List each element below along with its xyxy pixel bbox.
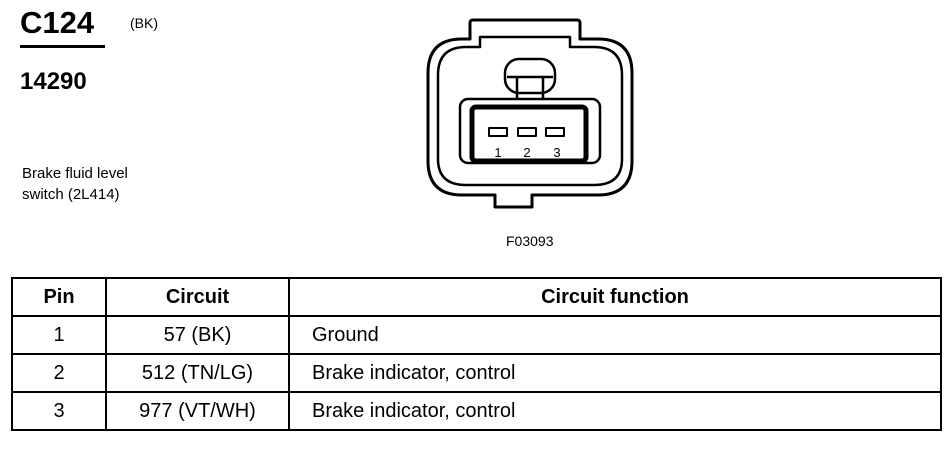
pin-table-header-row: Pin Circuit Circuit function [11, 277, 942, 317]
pin-label-2: 2 [523, 145, 530, 160]
pin-table: Pin Circuit Circuit function 1 57 (BK) G… [11, 277, 942, 431]
table-row: 2 512 (TN/LG) Brake indicator, control [11, 353, 942, 393]
component-description-line-2: switch (2L414) [22, 186, 120, 203]
pin-cell: 1 [11, 315, 107, 355]
pin-label-1: 1 [494, 145, 501, 160]
terminal-cavity-frame [469, 104, 589, 164]
part-number: 14290 [20, 68, 87, 95]
header-circuit-function: Circuit function [288, 277, 942, 317]
circuit-cell: 57 (BK) [105, 315, 290, 355]
pin-cell: 3 [11, 391, 107, 431]
connector-inner-shell [436, 35, 624, 187]
header-pin: Pin [11, 277, 107, 317]
connector-face-drawing: 1 2 3 [426, 18, 634, 209]
header-circuit: Circuit [105, 277, 290, 317]
connector-color: (BK) [130, 15, 158, 31]
figure-id: F03093 [506, 233, 554, 249]
table-row: 3 977 (VT/WH) Brake indicator, control [11, 391, 942, 431]
connector-id-underline [20, 45, 105, 48]
connector-id: C124 [20, 5, 95, 40]
terminal-slot-2 [517, 127, 537, 137]
locking-tab [503, 57, 557, 95]
terminal-slot-3 [545, 127, 565, 137]
terminal-slot-1 [488, 127, 508, 137]
pin-label-3: 3 [553, 145, 560, 160]
component-description: Brake fluid level switch (2L414) [22, 163, 128, 205]
circuit-function-cell: Brake indicator, control [288, 353, 942, 393]
circuit-cell: 977 (VT/WH) [105, 391, 290, 431]
circuit-function-cell: Ground [288, 315, 942, 355]
component-description-line-1: Brake fluid level [22, 165, 128, 182]
connector-outer-shell [426, 18, 634, 209]
table-row: 1 57 (BK) Ground [11, 315, 942, 355]
pin-cell: 2 [11, 353, 107, 393]
circuit-function-cell: Brake indicator, control [288, 391, 942, 431]
circuit-cell: 512 (TN/LG) [105, 353, 290, 393]
